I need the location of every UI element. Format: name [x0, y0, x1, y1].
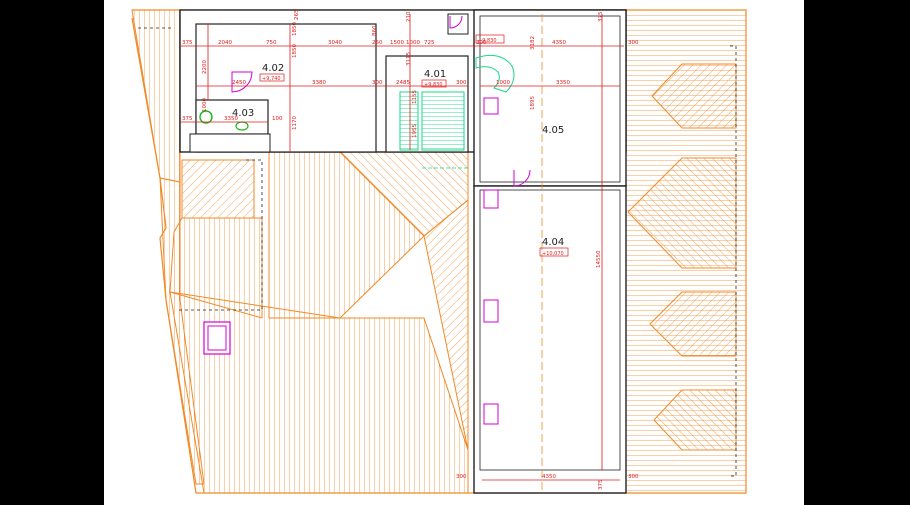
dim-label: 3380	[312, 80, 326, 86]
wall-room-404-inner	[479, 189, 621, 471]
dim-label: 1000	[406, 40, 420, 46]
dim-label: 3350	[224, 116, 238, 122]
roof-small-hip	[181, 159, 255, 219]
dim-label-vertical: 265	[294, 9, 300, 20]
skylight-inner	[207, 325, 227, 351]
dim-label-vertical: 1000	[202, 98, 208, 112]
chair-404-2	[483, 299, 499, 323]
dim-label: 300	[628, 40, 639, 46]
wall-room-405-inner	[479, 15, 621, 183]
dim-label: 300	[372, 80, 383, 86]
stair-spiral	[475, 54, 515, 93]
dim-label-vertical: 1155	[412, 90, 418, 104]
dim-label: 3350	[556, 80, 570, 86]
chair-404-3	[483, 403, 499, 425]
dim-label: 4350	[542, 474, 556, 480]
roof-central-east	[423, 198, 469, 451]
door-north-nook	[449, 15, 463, 29]
roof-hatching	[131, 9, 747, 494]
dim-label: 300	[456, 80, 467, 86]
level-label-402: +9,740	[262, 76, 281, 82]
room-label-403: 4.03	[232, 108, 254, 119]
washbasin	[199, 110, 213, 124]
dim-label: 725	[424, 40, 435, 46]
room-labels: 4.02 +9,740 4.01 +9,830 4.03 4.05 4.04 +…	[232, 34, 569, 257]
level-box-401	[421, 79, 447, 88]
dim-label-vertical: 210	[406, 11, 412, 22]
wall-room-404	[473, 185, 627, 494]
dim-label-vertical: 860	[372, 25, 378, 36]
stair-flight-2	[421, 91, 465, 151]
room-label-401: 4.01	[424, 69, 446, 80]
dim-label: 375	[182, 116, 193, 122]
stairs	[399, 54, 515, 169]
dormer-2	[627, 157, 737, 269]
room-label-404: 4.04	[542, 237, 564, 248]
wall-room-403	[195, 99, 269, 135]
furniture	[199, 97, 499, 425]
dim-label: 2040	[218, 40, 232, 46]
dim-label: 1000	[496, 80, 510, 86]
dim-label: 300	[628, 474, 639, 480]
door-404	[513, 169, 531, 187]
dim-label-vertical: 1895	[530, 96, 536, 110]
dim-label-vertical: 14550	[596, 250, 602, 268]
floor-plan-drawing: 375 2040 750 3040 250 1500 1000 725 300 …	[131, 9, 747, 494]
wall-room-405	[473, 9, 627, 187]
roof-outline	[131, 9, 747, 494]
wall-chimney	[189, 133, 271, 153]
level-box-404	[539, 247, 569, 257]
dim-label: 3040	[328, 40, 342, 46]
dim-label-vertical: 3115	[406, 52, 412, 66]
dim-label: 375	[182, 40, 193, 46]
level-box-402	[259, 73, 285, 82]
dim-label-vertical: 1850	[292, 22, 298, 36]
dim-label: 250	[372, 40, 383, 46]
stair-level-label: +9,830	[478, 38, 497, 44]
dim-label: 2485	[396, 80, 410, 86]
dim-label: 4350	[552, 40, 566, 46]
dim-label: 2450	[232, 80, 246, 86]
dim-label-vertical: 1170	[292, 116, 298, 130]
wall-north-nook	[447, 13, 469, 35]
room-label-402: 4.02	[262, 63, 284, 74]
eave-dashed-right	[730, 45, 737, 477]
dim-label: 100	[272, 116, 283, 122]
walls	[179, 9, 627, 494]
dim-label: 1500	[390, 40, 404, 46]
roof-left-middle	[169, 217, 263, 319]
stair-level-box	[475, 34, 505, 44]
dim-label-vertical: 1850	[292, 44, 298, 58]
floor-plan-sheet: 375 2040 750 3040 250 1500 1000 725 300 …	[104, 0, 804, 505]
chair-405	[483, 97, 499, 115]
level-label-401: +9,830	[424, 82, 443, 88]
dim-label-vertical: 375	[598, 479, 604, 490]
level-label-404: +10,070	[542, 251, 564, 257]
dormers	[627, 63, 737, 451]
dim-label-vertical: 375	[598, 11, 604, 22]
room-label-405: 4.05	[542, 125, 564, 136]
dim-label-vertical: 2200	[202, 60, 208, 74]
dim-label: 300	[456, 474, 467, 480]
eave-dashed-left	[176, 159, 263, 311]
dim-label: 750	[266, 40, 277, 46]
stair-flight-1	[399, 91, 419, 151]
dim-label-vertical: 3182	[530, 36, 536, 50]
dimension-lines	[180, 14, 624, 481]
chair-404-1	[483, 189, 499, 209]
dim-label-vertical: 1955	[412, 124, 418, 138]
